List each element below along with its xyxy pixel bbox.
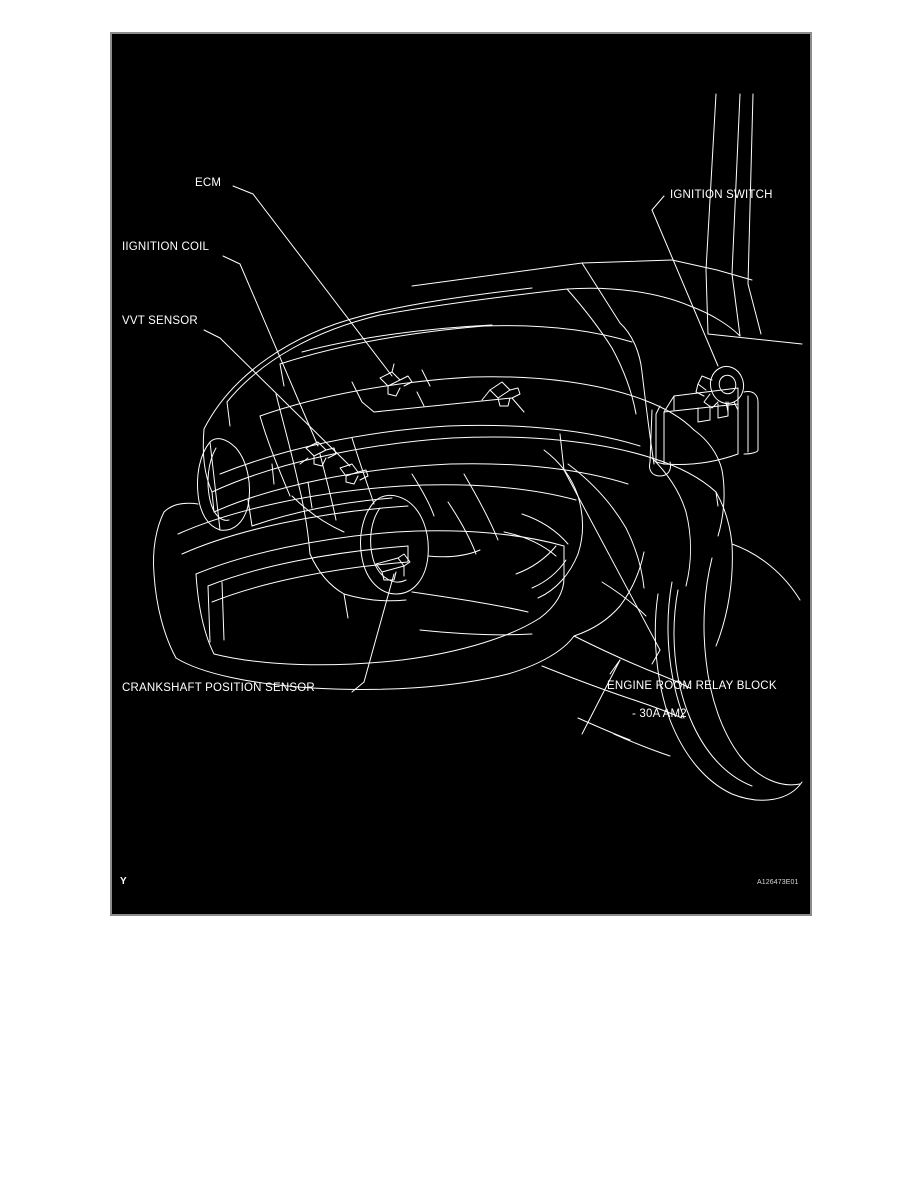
- callout-ignition-switch: IGNITION SWITCH: [670, 189, 773, 201]
- right-fender: [566, 288, 733, 647]
- connector-right-side: [481, 381, 521, 407]
- lower-valance: [411, 473, 533, 636]
- connector-ecm: [379, 363, 413, 397]
- leader-ecm: [252, 193, 393, 377]
- callout-crankshaft-position-sensor: CRANKSHAFT POSITION SENSOR: [122, 682, 315, 694]
- front-wheel-arch: [654, 543, 803, 801]
- callout-ecm: ECM: [195, 177, 222, 189]
- vehicle-line-art: [153, 93, 803, 801]
- front-bumper: [153, 484, 577, 690]
- callout-engine-room-relay-block: ENGINE ROOM RELAY BLOCK: [607, 680, 777, 692]
- leader-ecm-tick: [232, 185, 254, 195]
- callout-engine-room-relay-block-fuse: - 30A AM2: [632, 708, 687, 720]
- leader-vvt-tick: [203, 329, 221, 339]
- callout-vvt-sensor: VVT SENSOR: [122, 315, 198, 327]
- callout-ignition-coil: IIGNITION COIL: [122, 241, 210, 253]
- left-headlight: [197, 438, 250, 531]
- figure-frame: ECM IIGNITION COIL VVT SENSOR IGNITION S…: [110, 32, 812, 916]
- rocker-panel: [541, 581, 691, 757]
- connector-crankshaft-position-sensor: [375, 553, 411, 581]
- leader-crank-tick: [351, 681, 365, 693]
- figure-code: A126473E01: [757, 879, 799, 886]
- hood-surface: [202, 287, 741, 493]
- right-headlight: [360, 494, 429, 595]
- leader-ignition-coil: [239, 263, 319, 447]
- leader-coil-tick: [222, 255, 241, 265]
- leader-switch-tick: [651, 195, 665, 211]
- leader-ignition-switch: [651, 209, 719, 367]
- leader-relay-extra: [581, 659, 621, 735]
- leader-vvt-sensor: [219, 337, 351, 467]
- windshield-and-pillar: [411, 93, 803, 345]
- connector-vvt-sensor: [339, 463, 369, 485]
- leader-lines: [203, 185, 719, 735]
- leader-relay-block: [563, 469, 661, 651]
- orientation-mark: Y: [120, 876, 127, 887]
- leader-relay-tick-b: [651, 649, 661, 665]
- leader-relay-block-upper: [559, 433, 565, 471]
- ignition-switch-component: [695, 365, 745, 413]
- leader-crankshaft: [363, 573, 395, 683]
- figure-plate: ECM IIGNITION COIL VVT SENSOR IGNITION S…: [112, 34, 810, 914]
- inner-fender: [503, 449, 583, 599]
